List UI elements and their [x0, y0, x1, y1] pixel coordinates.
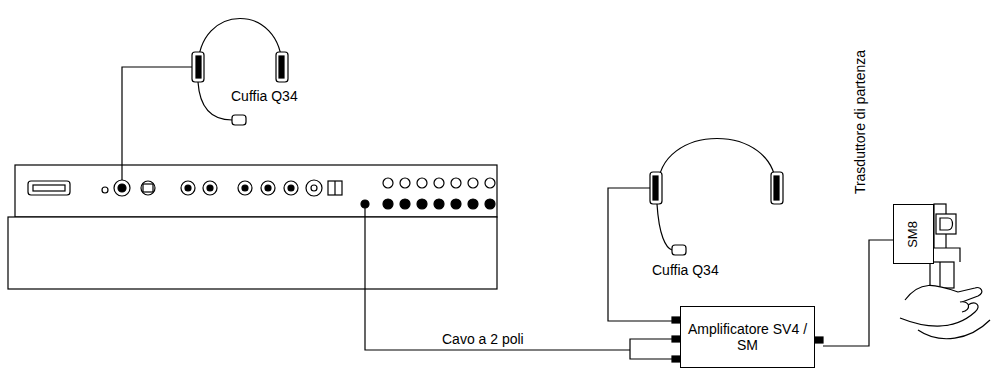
transducer-box: SM8	[893, 204, 934, 264]
headphone-label: Cuffia Q34	[650, 262, 721, 278]
node-text: Amplificatore SV4 / SM	[687, 321, 808, 353]
device-panel	[8, 165, 497, 289]
amplifier-box: Amplificatore SV4 / SM	[680, 306, 815, 368]
headphone	[608, 139, 783, 322]
node-text: SM8	[906, 221, 921, 248]
headphone-label: Cuffia Q34	[229, 88, 300, 104]
cable	[361, 200, 672, 359]
part-label: Trasduttore di partenza	[852, 48, 868, 196]
transducer-hand	[900, 204, 990, 339]
cable-label: Cavo a 2 poli	[440, 331, 526, 347]
cable-connector	[823, 240, 893, 346]
